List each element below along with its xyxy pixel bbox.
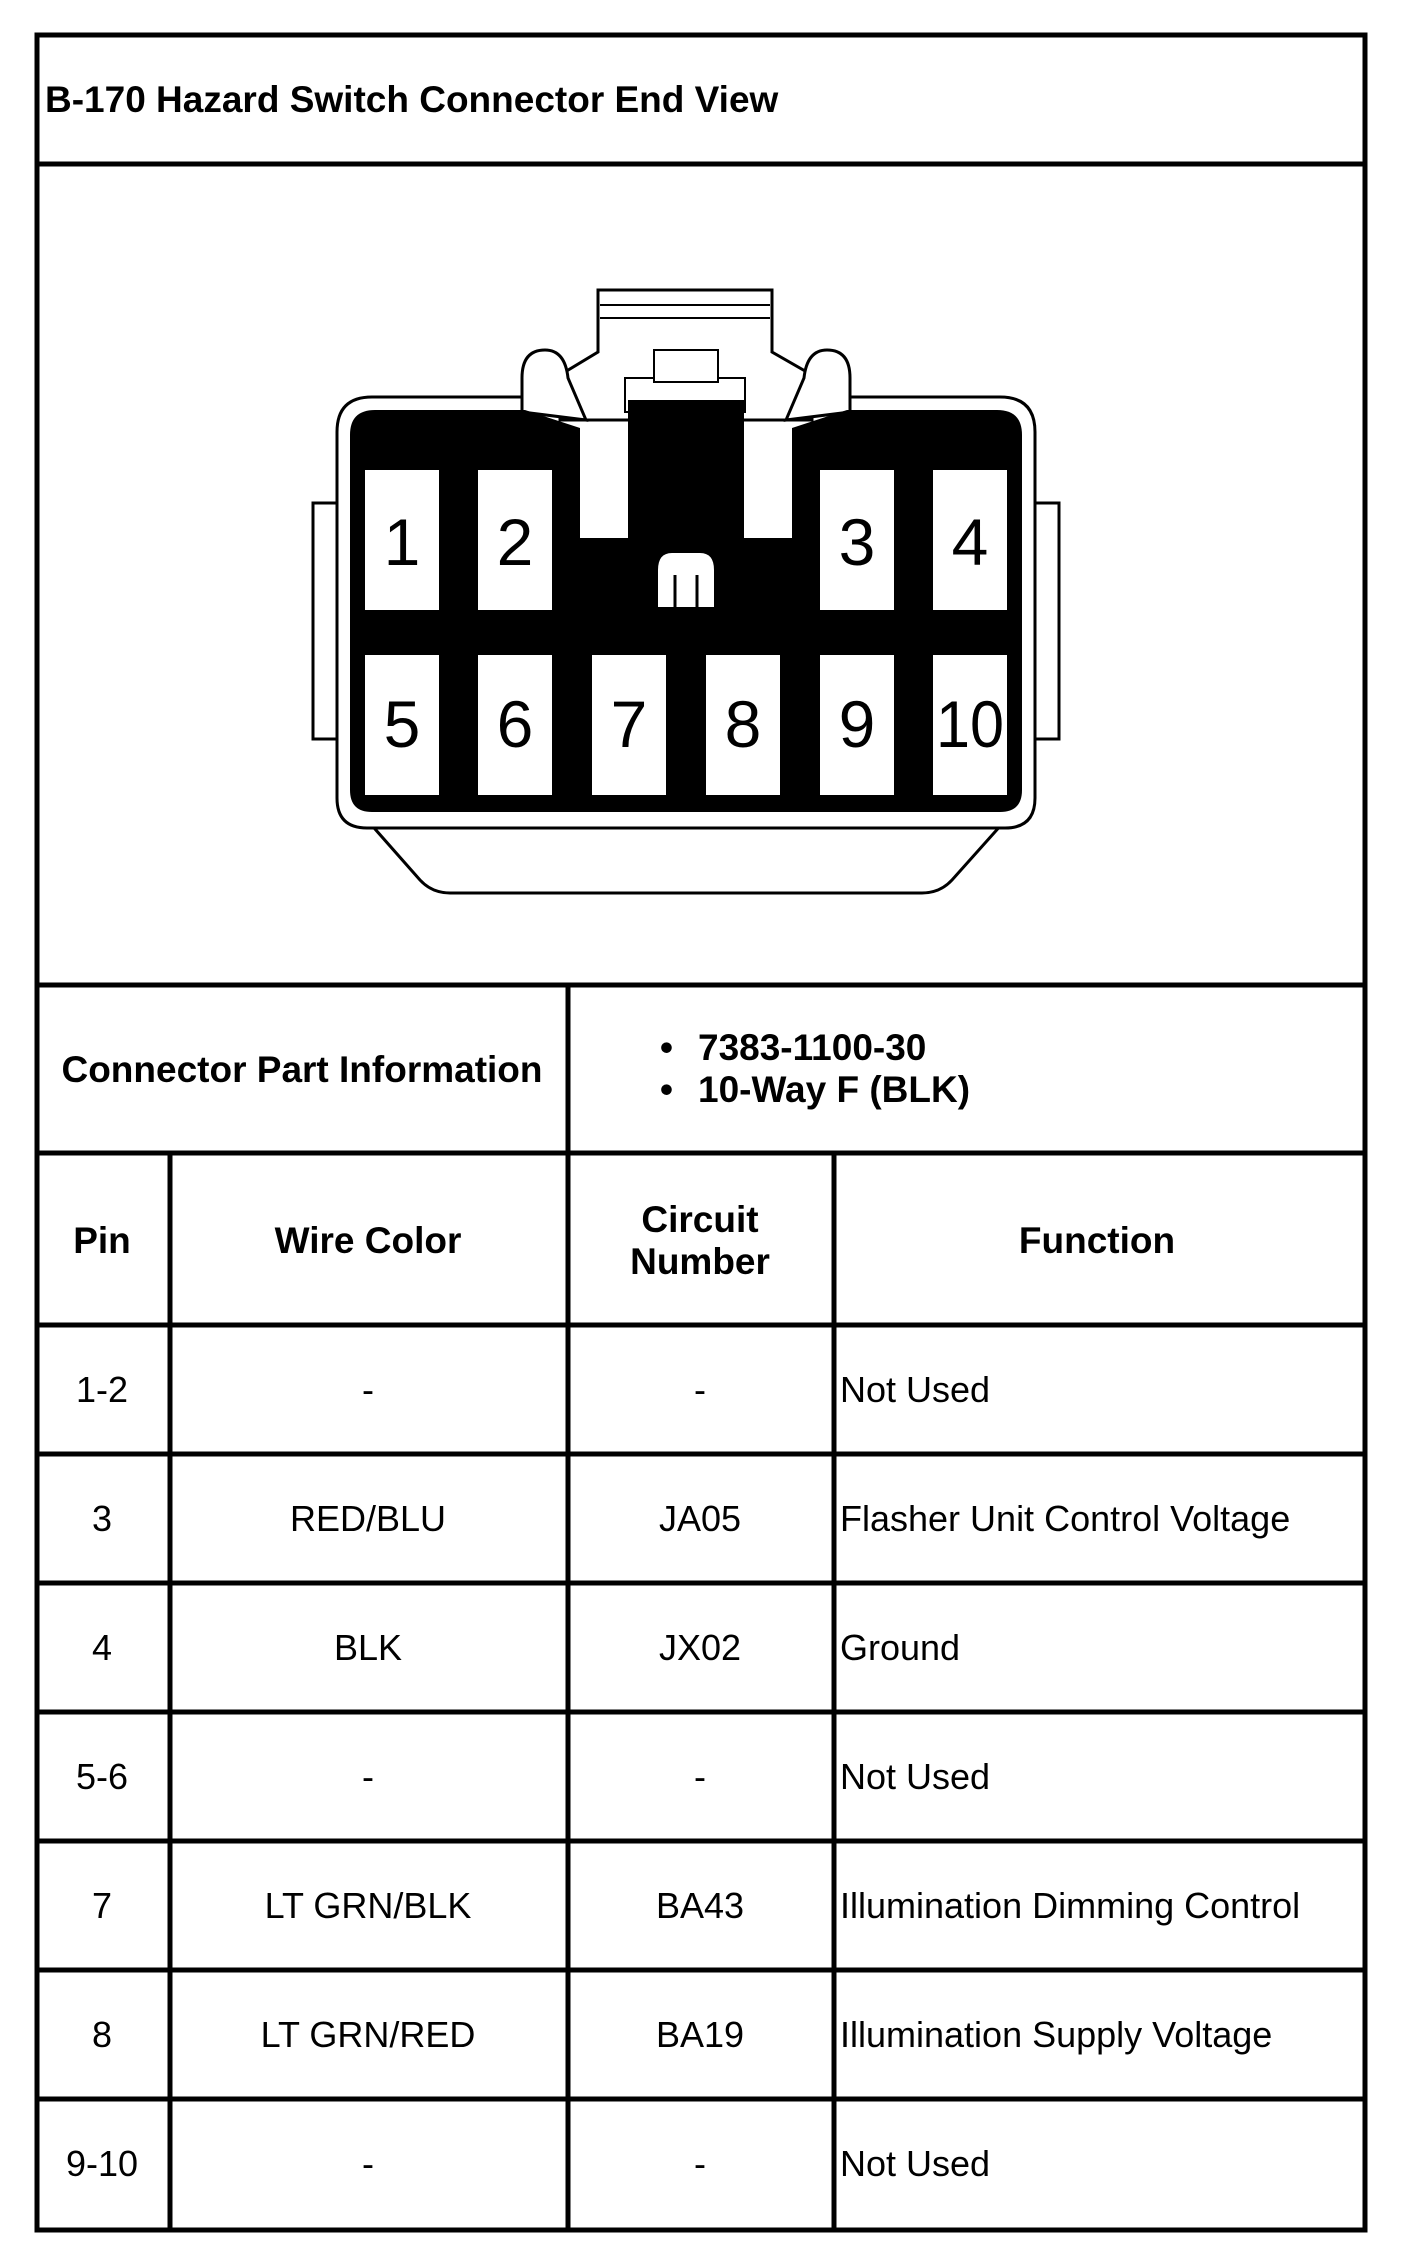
cell-function: Illumination Supply Voltage [840,2014,1272,2055]
part-info-bullet: • [660,1027,673,1068]
pin-10: 10 [933,655,1007,795]
cell-circuit: - [694,1756,706,1797]
pin-1: 1 [365,470,439,610]
cell-circuit: JX02 [659,1627,741,1668]
pin-cavity [820,470,894,610]
header-pin: Pin [73,1220,131,1261]
cell-wire-color: LT GRN/BLK [265,1885,472,1926]
header-wire-color: Wire Color [275,1220,462,1261]
cell-pin: 8 [92,2014,112,2055]
pin-number: 8 [725,687,762,761]
cell-circuit: BA19 [656,2014,744,2055]
cell-circuit: BA43 [656,1885,744,1926]
cell-wire-color: - [362,1756,374,1797]
pin-cavity [592,655,666,795]
connector-end-view: 1 2 3 4 5 6 7 8 [311,288,1061,895]
table-row: 8 LT GRN/RED BA19 Illumination Supply Vo… [92,2014,1272,2055]
pin-cavity [478,470,552,610]
cell-circuit: JA05 [659,1498,741,1539]
pin-cavity [478,655,552,795]
cell-pin: 4 [92,1627,112,1668]
pin-number: 7 [611,687,648,761]
pin-8: 8 [706,655,780,795]
cell-function: Flasher Unit Control Voltage [840,1498,1290,1539]
part-info-label: Connector Part Information [61,1049,542,1090]
header-function: Function [1019,1220,1175,1261]
pin-4: 4 [933,470,1007,610]
cell-circuit: - [694,1369,706,1410]
cell-pin: 1-2 [76,1369,128,1410]
table-row: 5-6 - - Not Used [76,1756,990,1797]
page-title: B-170 Hazard Switch Connector End View [45,79,779,120]
pin-number: 5 [384,687,421,761]
cell-function: Not Used [840,1369,990,1410]
pin-5: 5 [365,655,439,795]
cell-wire-color: LT GRN/RED [261,2014,476,2055]
table-row: 9-10 - - Not Used [66,2143,990,2184]
pin-3: 3 [820,470,894,610]
pin-number: 4 [952,505,989,579]
cell-function: Not Used [840,1756,990,1797]
pin-6: 6 [478,655,552,795]
cell-wire-color: RED/BLU [290,1498,446,1539]
table-row: 4 BLK JX02 Ground [92,1627,960,1668]
part-info-bullet: • [660,1069,673,1110]
cell-pin: 5-6 [76,1756,128,1797]
part-description: 10-Way F (BLK) [698,1069,970,1110]
table-row: 7 LT GRN/BLK BA43 Illumination Dimming C… [92,1885,1300,1926]
pin-number: 2 [497,505,534,579]
pin-2: 2 [478,470,552,610]
outer-frame [34,32,1368,2233]
pin-number: 9 [839,687,876,761]
pin-cavity [706,655,780,795]
pin-cavity [365,470,439,610]
header-circuit-number-line1: Circuit [641,1199,758,1240]
pin-table-header: Pin Wire Color Circuit Number Function [73,1199,1175,1282]
pin-number: 1 [384,505,421,579]
cell-pin: 3 [92,1498,112,1539]
cell-circuit: - [694,2143,706,2184]
pin-number: 10 [936,687,1004,761]
cell-wire-color: BLK [334,1627,402,1668]
header-circuit-number-line2: Number [630,1241,770,1282]
cell-function: Illumination Dimming Control [840,1885,1300,1926]
cell-function: Not Used [840,2143,990,2184]
right-latch-hook [783,348,852,422]
left-latch-hook [520,348,589,422]
cell-pin: 9-10 [66,2143,138,2184]
pin-cavity [933,470,1007,610]
pin-number: 6 [497,687,534,761]
cell-wire-color: - [362,1369,374,1410]
cell-wire-color: - [362,2143,374,2184]
pin-9: 9 [820,655,894,795]
table-row: 1-2 - - Not Used [76,1369,990,1410]
center-key [656,551,716,609]
table-row: 3 RED/BLU JA05 Flasher Unit Control Volt… [92,1498,1290,1539]
latch-window [653,349,719,383]
cell-pin: 7 [92,1885,112,1926]
pin-cavity [365,655,439,795]
pin-number: 3 [839,505,876,579]
pin-cavity [933,655,1007,795]
cell-function: Ground [840,1627,960,1668]
pin-cavity [820,655,894,795]
part-number: 7383-1100-30 [698,1027,926,1068]
pin-7: 7 [592,655,666,795]
